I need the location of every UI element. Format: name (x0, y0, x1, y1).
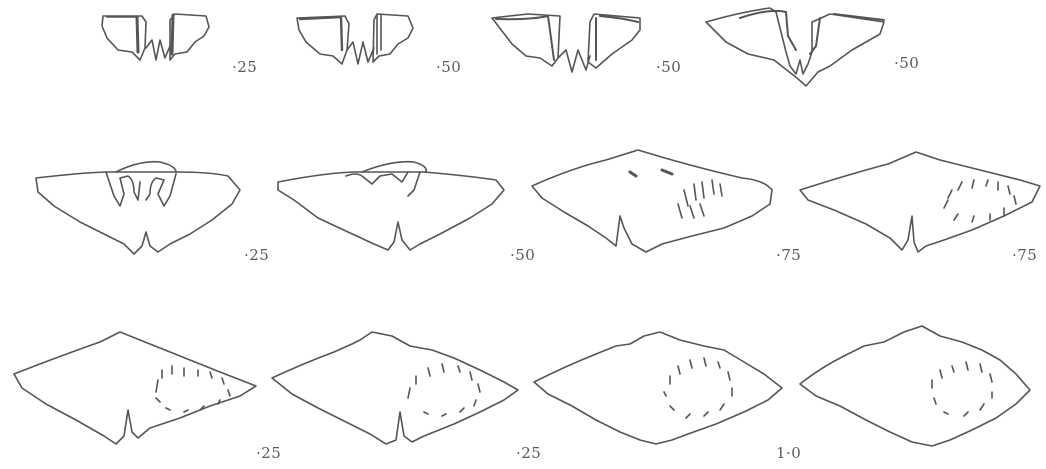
drawing-r3-4 (800, 326, 1030, 446)
drawing-r2-3 (532, 150, 772, 252)
drawing-r3-1 (14, 332, 256, 444)
label-r2-4: ·75 (1012, 246, 1037, 264)
drawing-r3-2 (272, 332, 518, 444)
label-r2-3: ·75 (776, 246, 801, 264)
drawing-r3-3 (534, 332, 782, 444)
label-r1-3: ·50 (656, 58, 681, 76)
drawing-r1-4 (706, 8, 884, 86)
label-r1-1: ·25 (232, 58, 257, 76)
label-r3-2: ·25 (516, 444, 541, 462)
label-r2-1: ·25 (244, 246, 269, 264)
drawing-r2-2 (278, 162, 504, 250)
drawing-r1-3 (492, 14, 640, 72)
label-r1-4: ·50 (894, 54, 919, 72)
label-r3-3: 1·0 (776, 444, 801, 462)
label-r1-2: ·50 (436, 58, 461, 76)
drawing-r2-4 (800, 152, 1040, 252)
drawing-r1-1 (102, 14, 209, 60)
drawing-r2-1 (36, 162, 240, 254)
label-r2-2: ·50 (510, 246, 535, 264)
drawing-r1-2 (297, 14, 413, 64)
label-r3-1: ·25 (256, 444, 281, 462)
